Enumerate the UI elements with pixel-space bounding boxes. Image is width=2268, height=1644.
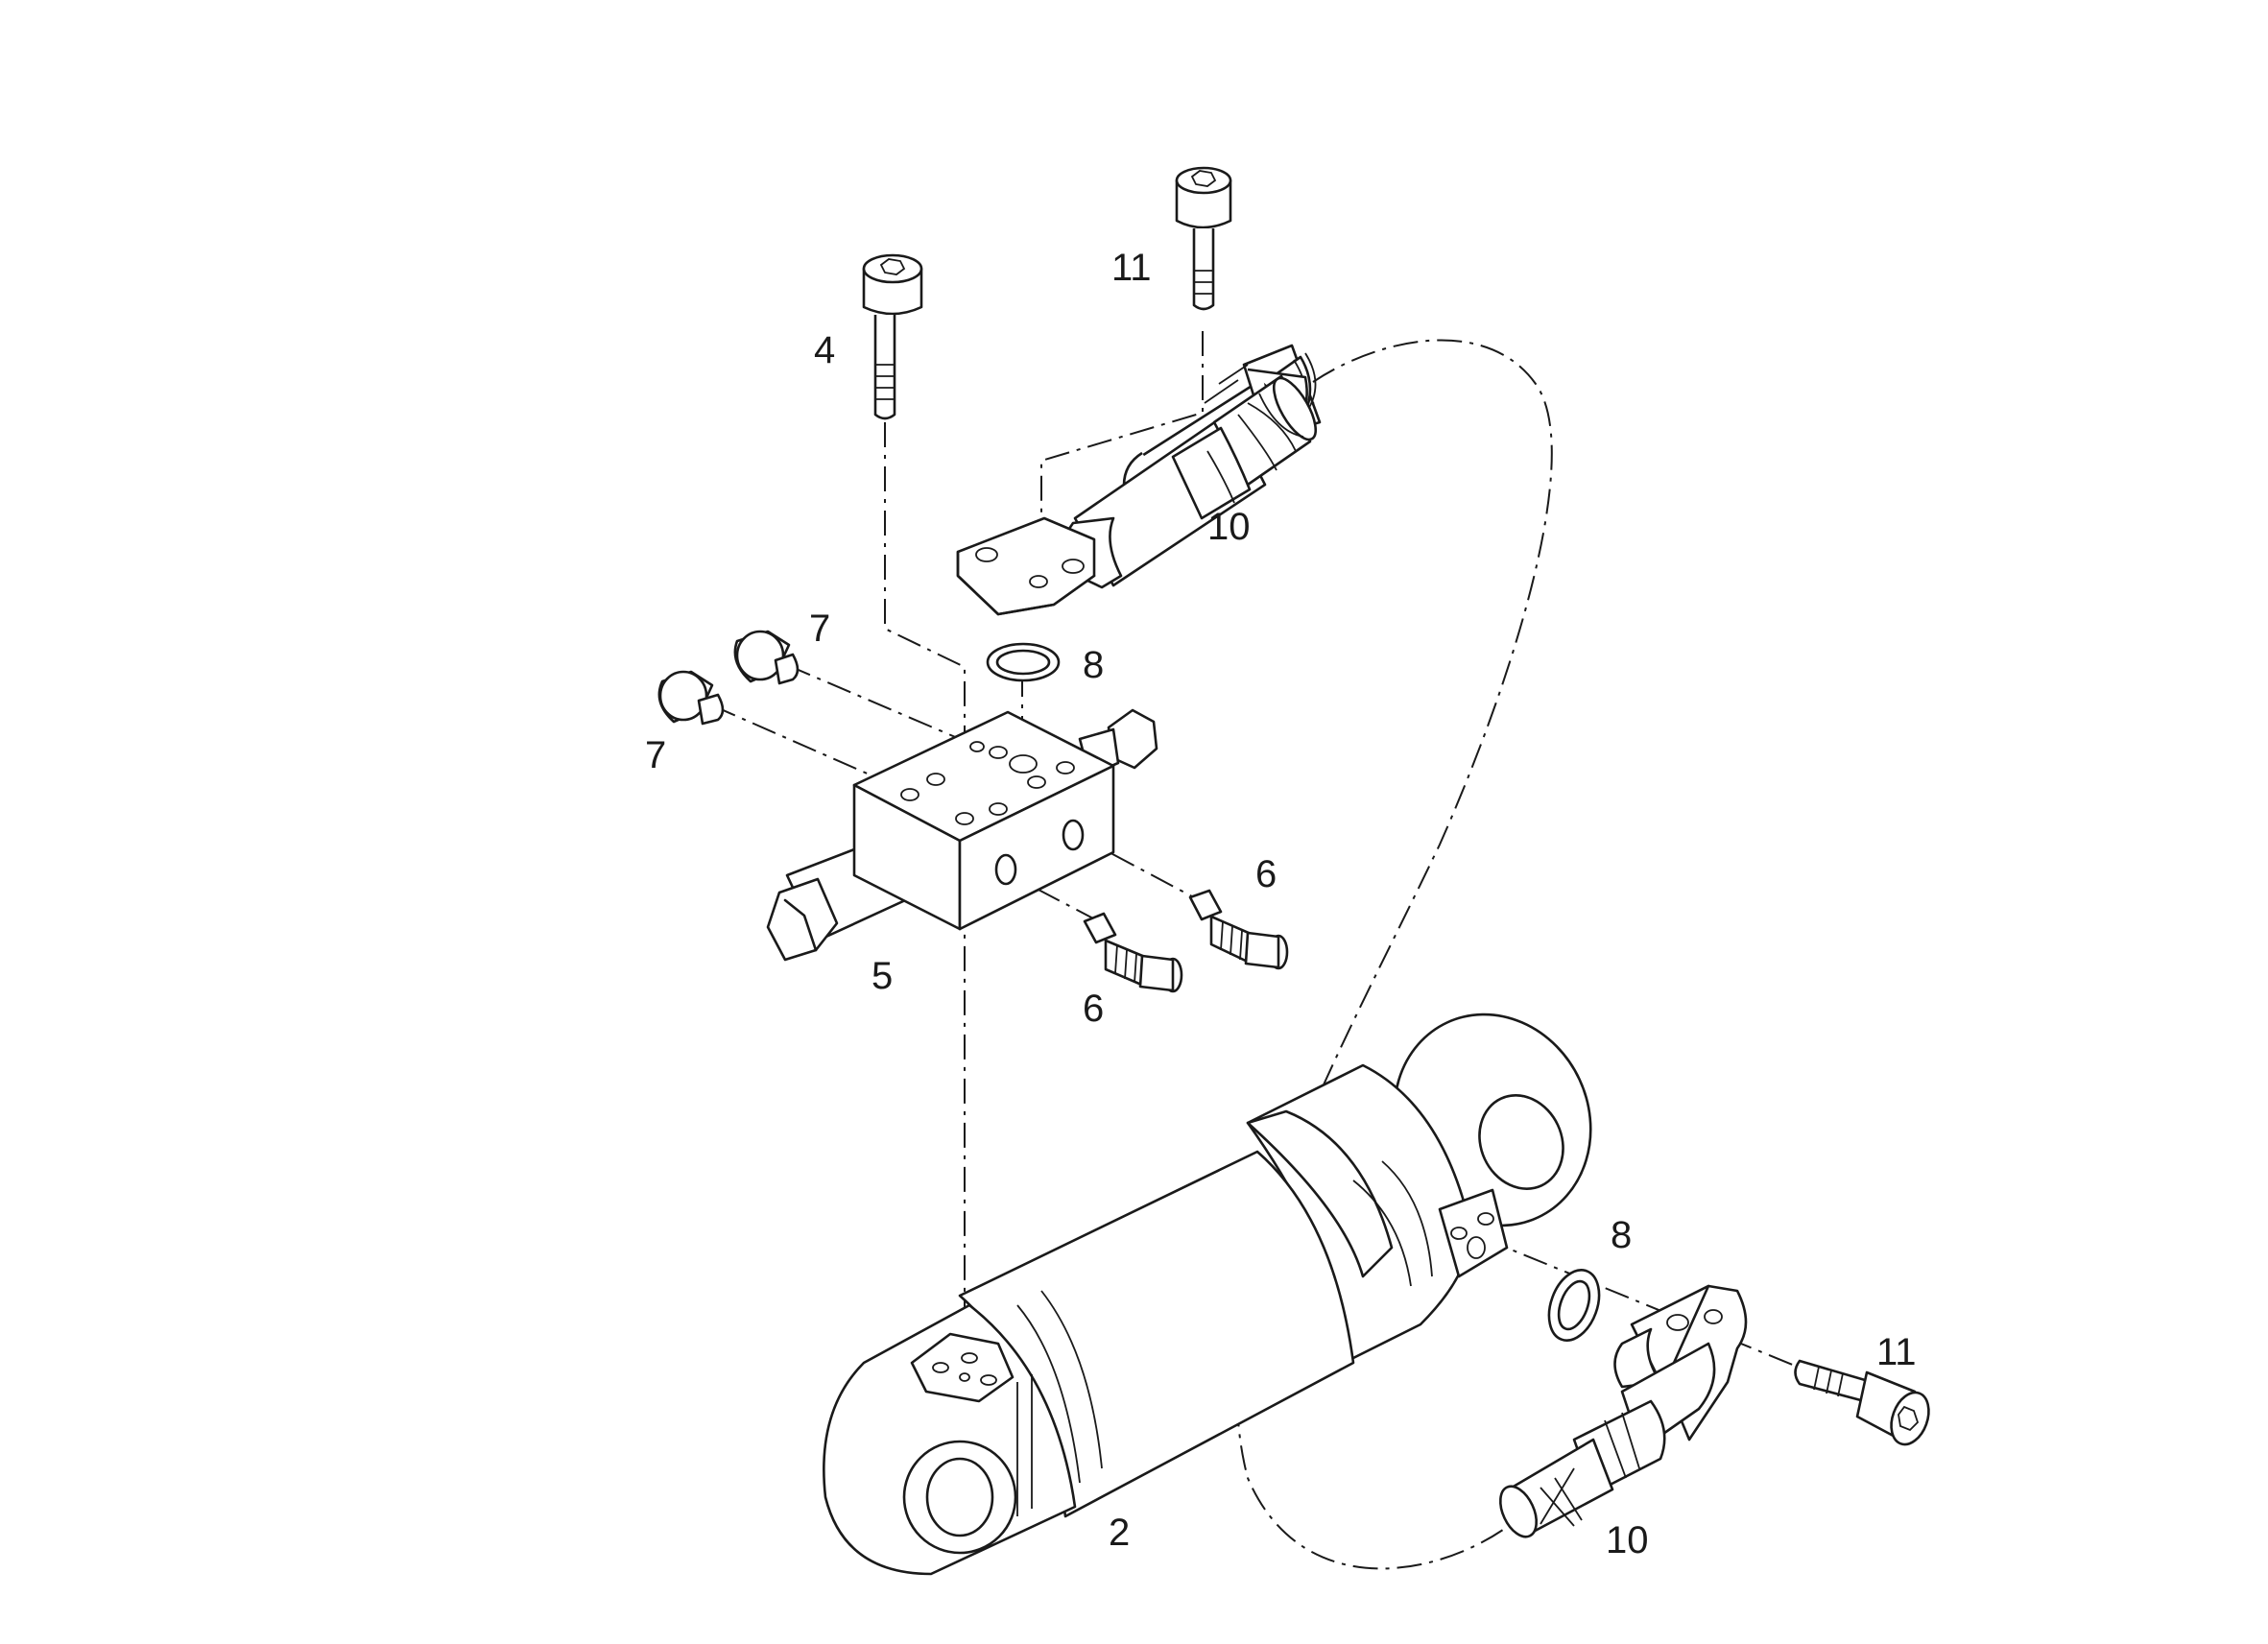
fitting-6-lower	[1083, 912, 1183, 993]
callout-10-bottom: 10	[1606, 1519, 1649, 1561]
callout-11-top: 11	[1111, 247, 1152, 289]
axis-bolt-11-top	[1040, 331, 1204, 576]
hose-routing-line	[1236, 339, 1553, 1570]
fitting-6-upper	[1188, 889, 1289, 970]
callout-6-upper: 6	[1255, 853, 1277, 895]
callout-7-lower: 7	[645, 734, 666, 776]
callout-8-bottom: 8	[1611, 1214, 1632, 1256]
axis-bolt-4	[884, 422, 966, 1324]
callout-5: 5	[871, 955, 893, 997]
callout-8-top: 8	[1083, 644, 1104, 686]
o-ring-8-top	[986, 642, 1061, 682]
valve-block-5	[766, 708, 1158, 962]
callout-7-upper: 7	[809, 608, 830, 650]
bolt-11-top	[1175, 166, 1232, 311]
bolt-11-bottom	[1794, 1359, 1930, 1446]
callout-2: 2	[1109, 1512, 1130, 1554]
axis-plug-7b	[711, 704, 872, 776]
callout-11-bottom: 11	[1876, 1331, 1917, 1373]
bolt-4	[862, 253, 923, 420]
plug-7-upper	[733, 630, 800, 685]
o-ring-8-bottom	[1547, 1269, 1601, 1342]
callout-labels: 4 11 10 7 7 8 6 6 5 8 11 2 10	[645, 247, 1917, 1561]
axis-plug-7a	[786, 664, 961, 740]
axis-side-port	[1482, 1237, 1801, 1369]
hose-10-top-body	[956, 374, 1318, 616]
callout-10-top: 10	[1207, 506, 1251, 548]
hose-10-bottom	[1498, 1284, 1748, 1538]
callout-6-lower: 6	[1083, 988, 1104, 1030]
callout-4: 4	[814, 329, 835, 371]
plug-7-lower	[657, 670, 725, 726]
cylinder-2	[823, 1013, 1592, 1576]
